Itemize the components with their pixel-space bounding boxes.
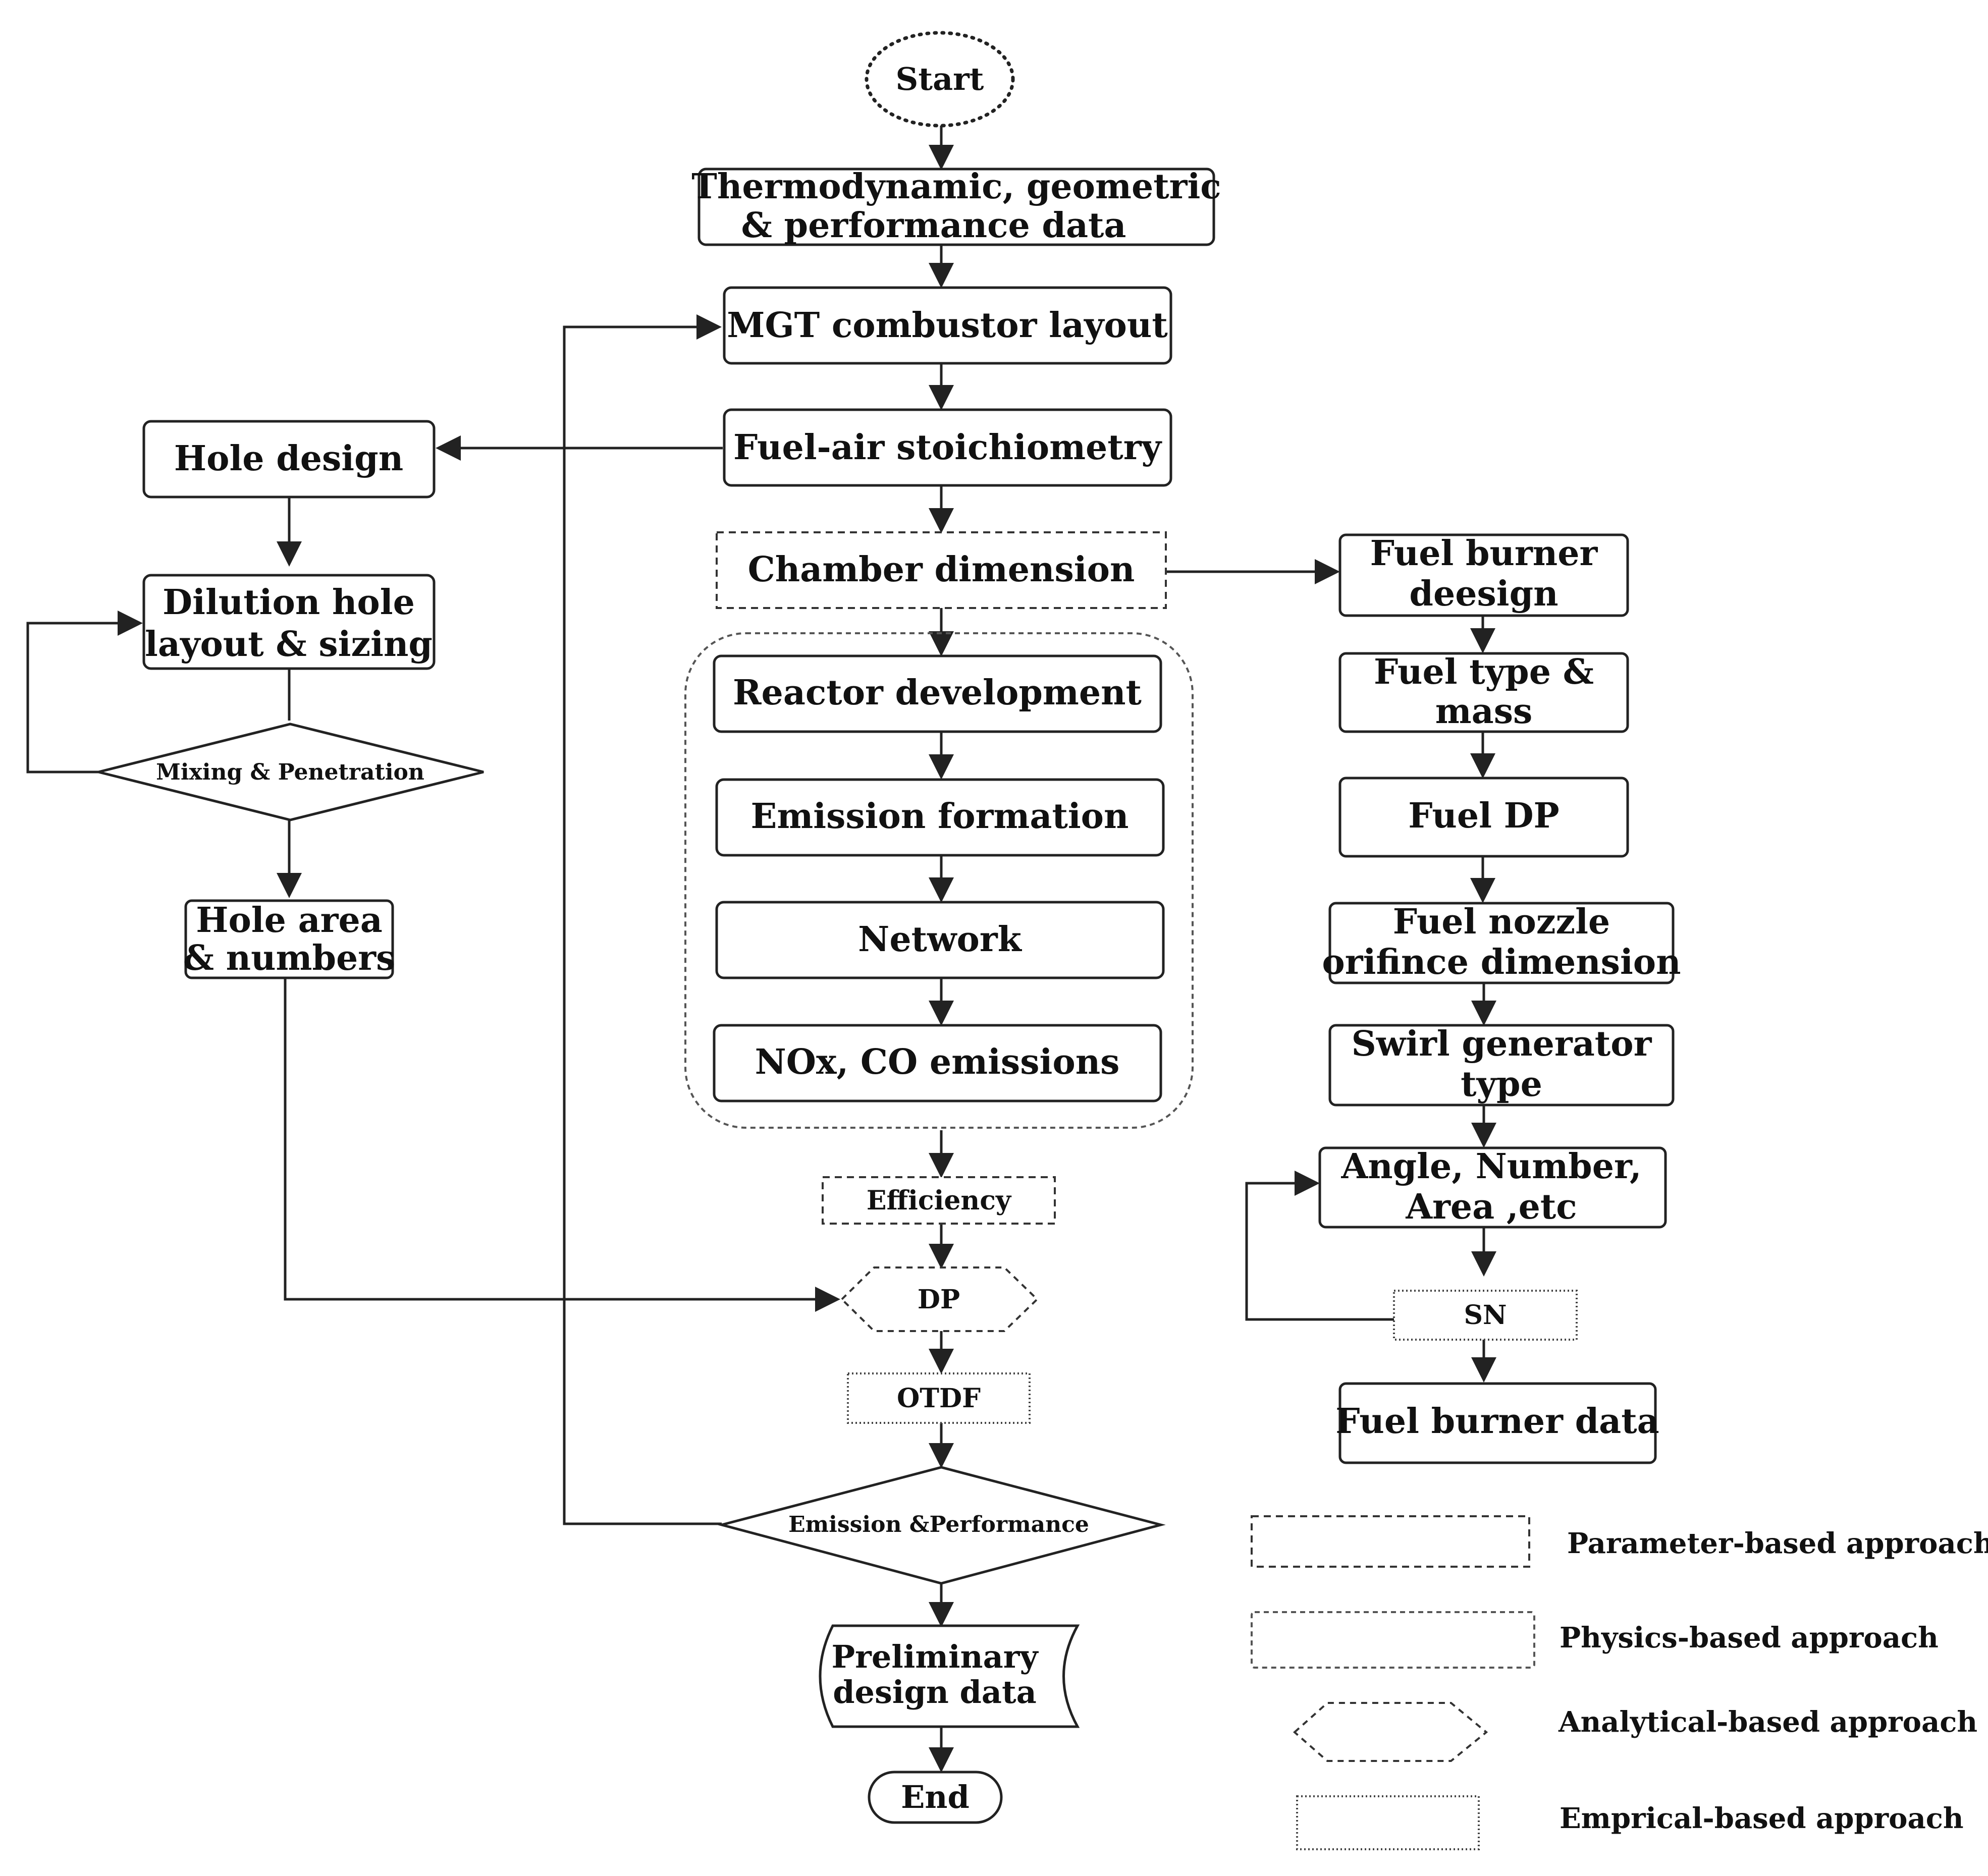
fuel-burner-line1: Fuel burner: [1370, 533, 1598, 574]
dp-label: DP: [918, 1284, 960, 1315]
fuel-type-line2: mass: [1435, 691, 1533, 732]
stoichiometry-box: [723, 408, 1172, 487]
efficiency-box: [822, 1176, 1056, 1225]
nox-co-label: NOx, CO emissions: [755, 1042, 1120, 1082]
fuel-type-box: [1338, 652, 1629, 733]
sn-box: [1393, 1290, 1578, 1341]
swirl-generator-box: [1328, 1024, 1675, 1107]
thermo-data-box: [697, 168, 1215, 246]
reactor-development-box: [713, 654, 1162, 733]
hole-design-label: Hole design: [174, 438, 403, 479]
legend-physics-swatch: [1251, 1611, 1535, 1669]
end-label: End: [901, 1779, 970, 1815]
network-label: Network: [858, 919, 1023, 960]
legend-physics-label: Physics-based approach: [1560, 1621, 1939, 1654]
fuel-dp-label: Fuel DP: [1408, 796, 1559, 836]
combustor-layout-box: [723, 286, 1172, 365]
end-terminal: [868, 1771, 1003, 1824]
dilution-hole-box: [142, 574, 436, 670]
efficiency-label: Efficiency: [867, 1185, 1012, 1216]
fuel-dp-box: [1338, 777, 1629, 858]
fuel-burner-line2: deesign: [1409, 574, 1558, 614]
fuel-nozzle-line1: Fuel nozzle: [1393, 902, 1610, 942]
emission-performance-label: Emission &Performance: [788, 1512, 1089, 1537]
connectors: [26, 124, 1496, 1773]
thermo-data-line2: & performance data: [741, 205, 1126, 246]
otdf-label: OTDF: [897, 1383, 981, 1414]
network-box: [715, 901, 1165, 979]
legend-empirical-swatch: [1296, 1795, 1480, 1850]
start-terminal: [865, 31, 1015, 128]
stoichiometry-label: Fuel-air stoichiometry: [733, 427, 1163, 468]
dilution-hole-line2: layout & sizing: [145, 624, 433, 665]
preliminary-line1: Preliminary: [832, 1638, 1039, 1675]
swirl-generator-line1: Swirl generator: [1352, 1024, 1652, 1064]
legend-parameter-swatch: [1251, 1515, 1530, 1568]
thermo-data-line1: Thermodynamic, geometric: [691, 167, 1221, 207]
chamber-dimension-label: Chamber dimension: [748, 549, 1135, 590]
fuel-burner-design-box: [1338, 533, 1629, 617]
emission-formation-label: Emission formation: [751, 796, 1129, 837]
emission-formation-box: [715, 778, 1165, 857]
legend-empirical-label: Emprical-based approach: [1560, 1802, 1964, 1835]
legend: Parameter-based approach Physics-based a…: [1251, 1515, 1988, 1850]
physics-group-border: [684, 632, 1194, 1129]
preliminary-line2: design data: [833, 1674, 1037, 1711]
hole-area-line2: & numbers: [183, 938, 396, 978]
combustor-layout-label: MGT combustor layout: [727, 305, 1168, 346]
mixing-penetration-label: Mixing & Penetration: [156, 759, 424, 785]
fuel-burner-data-label: Fuel burner data: [1335, 1401, 1659, 1442]
fuel-nozzle-line2: orifince dimension: [1322, 942, 1681, 982]
chamber-dimension-box: [716, 531, 1167, 609]
emission-performance-decision: [717, 1466, 1166, 1585]
dp-analytical-hexagon: [840, 1266, 1039, 1332]
preliminary-data-document: [819, 1624, 1080, 1728]
angle-line1: Angle, Number,: [1340, 1146, 1641, 1187]
fuel-nozzle-box: [1328, 902, 1675, 984]
reactor-development-label: Reactor development: [733, 673, 1142, 713]
legend-analytical-swatch: [1293, 1702, 1488, 1762]
legend-analytical-label: Analytical-based approach: [1558, 1705, 1977, 1739]
angle-number-area-box: [1318, 1146, 1667, 1229]
angle-line2: Area ,etc: [1405, 1187, 1577, 1227]
dilution-hole-line1: Dilution hole: [163, 582, 415, 623]
hole-area-line1: Hole area: [196, 900, 383, 941]
fuel-burner-data-box: [1338, 1382, 1657, 1464]
otdf-box: [847, 1372, 1031, 1424]
fuel-type-line1: Fuel type &: [1374, 652, 1594, 692]
sn-label: SN: [1464, 1300, 1507, 1331]
hole-design-box: [142, 420, 436, 499]
swirl-generator-line2: type: [1461, 1064, 1542, 1105]
hole-area-box: [184, 899, 394, 979]
nox-co-box: [713, 1024, 1162, 1102]
start-label: Start: [896, 61, 984, 97]
mixing-penetration-decision: [98, 723, 484, 821]
legend-parameter-label: Parameter-based approach: [1567, 1527, 1988, 1560]
